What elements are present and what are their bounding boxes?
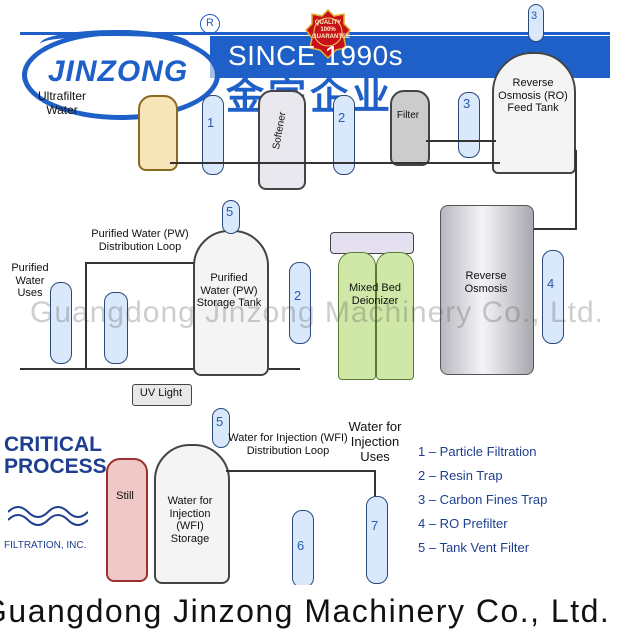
quality-badge-text: QUALITY 100% GUARANTEE [312,20,351,40]
softener-tank [258,90,306,190]
ro-feed-to-ro-pipe [528,228,576,230]
wfi-cartridge-7 [366,496,388,584]
pw-resin-trap [289,262,311,344]
filter-number-3: 3 [463,96,471,111]
still-tank [106,458,148,582]
wfi-storage-tank-label: Water for Injection (WFI) Storage [167,495,213,545]
footer-company-name: Guangdong Jinzong Machinery Co., Ltd. [0,593,611,629]
brand-header: JINZONG R QUALITY 100% GUARANTEE SINCE 1… [0,0,640,125]
filter-number-2: 2 [338,110,346,125]
wfi-loop-pipe [226,470,376,472]
wfi-loop-label: Water for Injection (WFI) Distribution L… [228,432,348,457]
ro-feed-down-pipe [575,150,577,230]
critical-process-wave-icon [8,506,88,526]
ro-feed-tank-label: Reverse Osmosis (RO) Feed Tank [498,77,568,115]
filter-number-top-right: 3 [531,10,538,22]
legend-item-4: 4 – RO Prefilter [418,516,508,531]
registered-mark: R [200,14,220,34]
ro-unit [440,205,534,375]
pw-tank-vent-number: 5 [226,204,234,219]
mixed-bed-label: Mixed Bed Deionizer [349,282,401,307]
ro-prefilter-number: 4 [547,276,555,291]
footer-bar: Guangdong Jinzong Machinery Co., Ltd. [0,585,640,640]
ultrafilter-tank [138,95,178,171]
quality-badge-icon [305,8,351,60]
brand-logo-text: JINZONG [47,55,189,88]
ro-prefilter [542,250,564,344]
pw-loop-bottom-pipe [20,368,300,370]
wfi-cartridge-6-number: 6 [297,538,305,553]
legend-item-3: 3 – Carbon Fines Trap [418,492,548,507]
pw-storage-tank-label: Purified Water (PW) Storage Tank [196,272,262,310]
logo-swoosh [40,30,190,58]
legend-item-5: 5 – Tank Vent Filter [418,540,530,555]
critical-process-logo: CRITICAL PROCESS [4,433,107,479]
uv-light-box [132,384,192,406]
still-label: Still [116,490,134,502]
purified-uses-cartridge [50,282,72,364]
pw-loop-left-pipe [85,262,87,370]
mixed-bed-tank-left [338,252,376,380]
mixed-bed-tank-right [376,252,414,380]
ro-feed-tank [492,52,576,174]
pw-resin-trap-number: 2 [294,288,302,303]
mixed-bed-panel [330,232,414,254]
top-pipe [170,162,500,164]
purified-water-uses-label: Purified Water Uses [11,262,49,300]
legend-item-2: 2 – Resin Trap [418,468,503,483]
wfi-uses-label: Water for Injection Uses [348,419,402,464]
carbon-filter-label: Filter [396,110,420,121]
filter-number-1: 1 [207,115,215,130]
filter-cartridge-2 [333,95,355,175]
wfi-storage-tank [154,444,230,584]
filtration-inc-text: FILTRATION, INC. [4,540,87,551]
filter-cartridge-1 [202,95,224,175]
watermark-text: Guangdong Jinzong Machinery Co., Ltd. [30,296,604,329]
pw-tank-vent-filter [222,200,240,234]
pw-return-cartridge [104,292,128,364]
quality-badge: QUALITY 100% GUARANTEE [304,8,352,64]
pw-storage-tank [193,230,269,376]
filter-cartridge-top-right [528,4,544,42]
pw-loop-label: Purified Water (PW) Distribution Loop [91,228,189,253]
top-pipe-right [426,140,496,142]
legend-item-1: 1 – Particle Filtration [418,444,537,459]
uv-light-label: UV Light [139,387,183,399]
ro-unit-label: Reverse Osmosis [464,270,508,295]
carbon-filter-tank [390,90,430,166]
wfi-tank-vent-filter [212,408,230,448]
pw-loop-pipe [85,262,200,264]
wfi-tank-vent-number: 5 [216,414,224,429]
chinese-brand-name: 金宗企业 [226,76,395,118]
since-text: SINCE 1990s [228,40,404,71]
wfi-cartridge-7-number: 7 [371,518,379,533]
ultrafilter-label: Ultrafilter Water [37,89,86,117]
